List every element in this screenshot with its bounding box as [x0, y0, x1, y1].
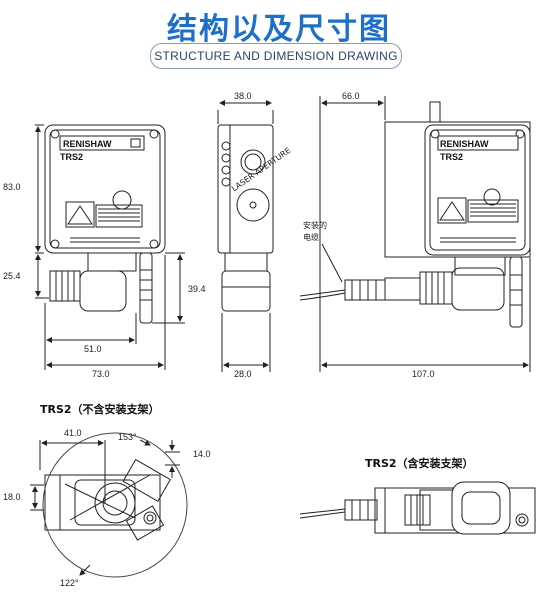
front-brand-text: RENISHAW	[63, 139, 112, 149]
cable-label-line1: 安装的	[303, 220, 327, 230]
side-dim-bottom: 28.0	[234, 369, 252, 379]
right-brand-text: RENISHAW	[440, 139, 489, 149]
front-dim-width-total: 73.0	[92, 369, 110, 379]
front-dim-connector-height: 39.4	[188, 284, 206, 294]
front-dim-connector: 25.4	[3, 271, 21, 281]
side-dim-top: 38.0	[234, 91, 252, 101]
bottom-left-view	[30, 432, 188, 578]
page-title: 结构以及尺寸图	[167, 12, 391, 47]
bottom-left-label: TRS2（不含安装支架）	[40, 402, 160, 416]
dim-angle-153: 153°	[118, 432, 137, 442]
cable-label-line2: 电缆	[303, 232, 319, 242]
front-dim-width-inner: 51.0	[84, 344, 102, 354]
front-view	[35, 124, 185, 370]
right-model-text: TRS2	[440, 152, 463, 162]
right-dim-bottom: 107.0	[412, 369, 435, 379]
front-dim-height: 83.0	[3, 182, 21, 192]
dim-41: 41.0	[64, 428, 82, 438]
right-view	[299, 96, 531, 372]
front-model-text: TRS2	[60, 152, 83, 162]
side-view	[217, 100, 274, 372]
dim-18: 18.0	[3, 492, 21, 502]
page-subtitle: STRUCTURE AND DIMENSION DRAWING	[150, 43, 402, 69]
bottom-right-view	[299, 481, 536, 535]
dim-14: 14.0	[193, 449, 211, 459]
bottom-right-label: TRS2（含安装支架）	[365, 456, 474, 470]
dim-angle-122: 122°	[60, 578, 79, 588]
right-dim-top: 66.0	[342, 91, 360, 101]
